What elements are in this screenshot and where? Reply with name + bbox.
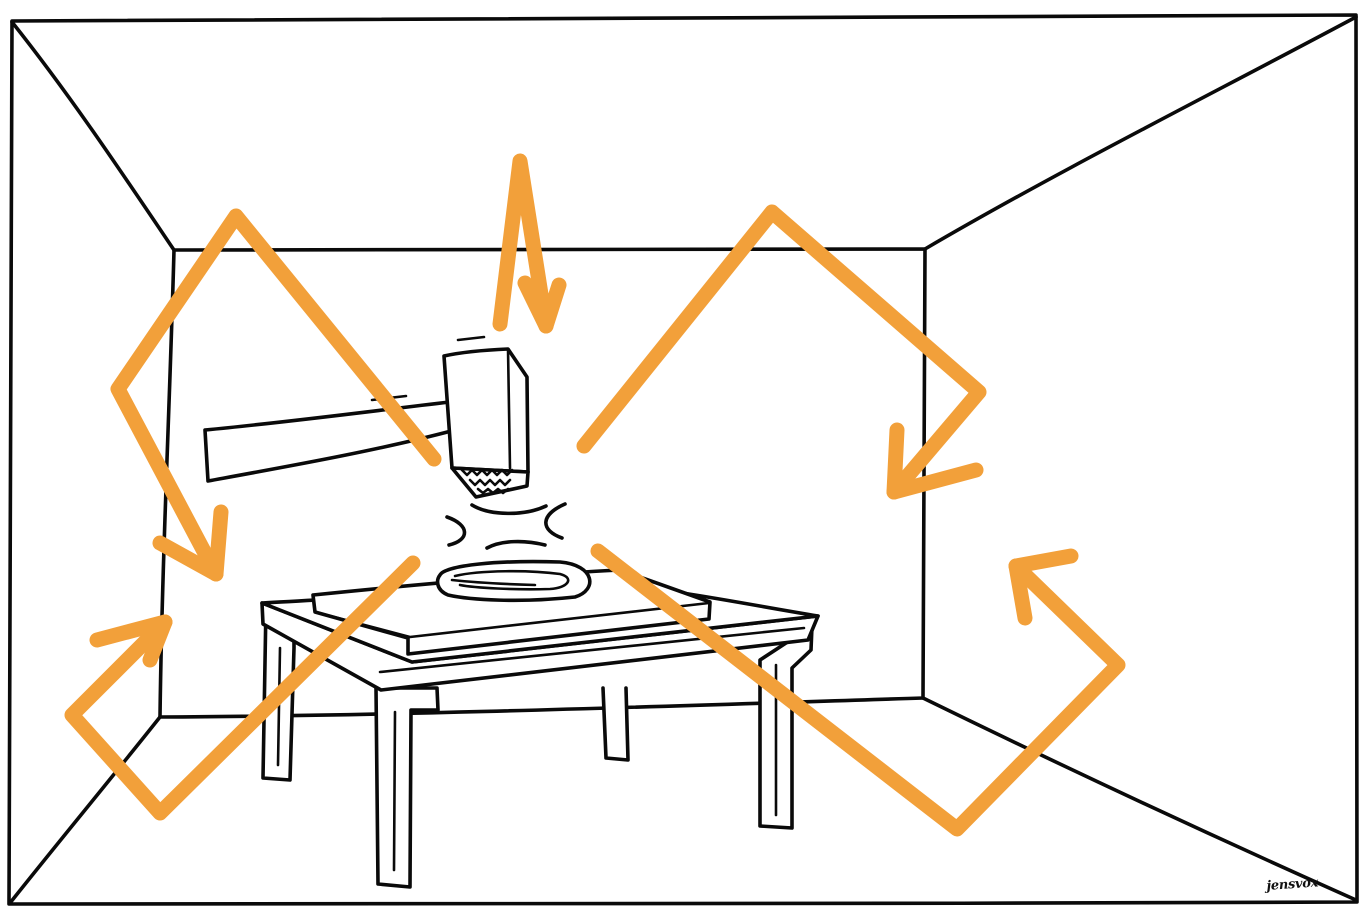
echo-arrow-right-lower xyxy=(590,543,1126,837)
ceiling-edge-left xyxy=(10,20,176,252)
echo-arrow-left-upper-head xyxy=(152,504,229,582)
impact-marks xyxy=(445,502,567,550)
hammer xyxy=(203,335,530,499)
table-front-leg-inner xyxy=(392,710,397,872)
table-top-inner-edge xyxy=(378,626,806,674)
echo-arrow-right-lower-head xyxy=(1008,548,1079,626)
ring-inner xyxy=(453,569,570,591)
impact-arc-bottom xyxy=(485,539,547,550)
impact-arc-right xyxy=(544,502,567,540)
echo-arrow-right-upper-head xyxy=(886,422,984,500)
table-back-leg xyxy=(601,686,630,762)
ceiling-edge-right xyxy=(923,15,1358,251)
floor-edge-left xyxy=(8,715,162,905)
echo-arrow-left-upper xyxy=(110,208,442,582)
impact-arc-left xyxy=(445,515,467,547)
hammer-face-texture xyxy=(460,468,514,495)
hammer-head xyxy=(442,347,530,474)
ring-shading xyxy=(450,578,537,587)
echo-arrow-left-lower-head xyxy=(89,614,173,668)
impact-arc-top xyxy=(470,503,548,516)
room-outer-frame xyxy=(7,13,1359,906)
hammer-motion-line xyxy=(456,335,486,342)
table-left-leg-inner xyxy=(276,646,282,767)
table-front-leg xyxy=(374,686,440,889)
echo-arrow-top-head xyxy=(517,275,567,334)
ring-outer xyxy=(435,559,592,603)
echo-arrow-top xyxy=(492,153,554,334)
echo-arrow-right-upper xyxy=(576,204,987,500)
table-right-leg xyxy=(758,624,814,830)
floor-edge-right xyxy=(921,696,1358,902)
flattened-ring xyxy=(435,559,592,603)
echo-arrows xyxy=(64,153,1126,837)
echo-arrow-left-lower xyxy=(64,555,421,821)
hammer-head-edge xyxy=(506,347,512,470)
